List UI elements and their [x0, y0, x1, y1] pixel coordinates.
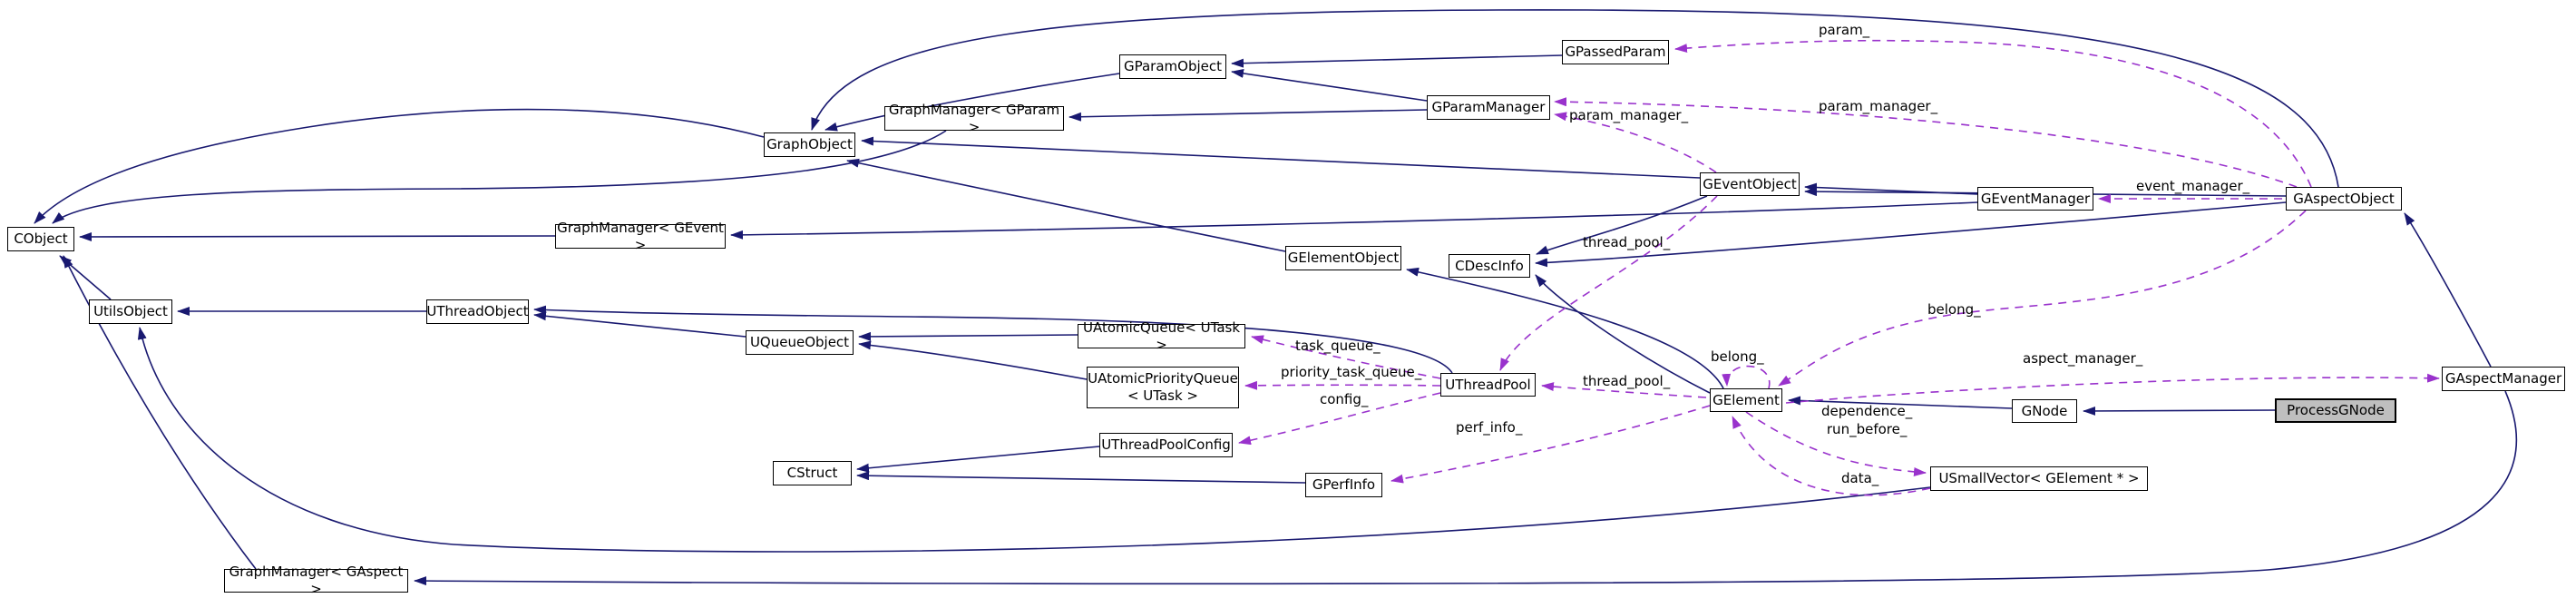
edge-uthreadpool-uatomicpriorityqueue-prioritytaskqueue: [1244, 380, 1441, 390]
edge-gperfinfo-cstruct: [856, 471, 1306, 484]
node-gpassedparam[interactable]: GPassedParam: [1562, 40, 1669, 64]
edge-gaspectmanager-graphmanager-gaspect: [414, 390, 2517, 586]
node-gnode[interactable]: GNode: [2012, 399, 2077, 423]
edge-uthreadpool-uatomicqueue-taskqueue: [1251, 335, 1441, 379]
edge-usmallvector-utilsobject: [137, 327, 1931, 553]
node-gparammanager[interactable]: GParamManager: [1427, 95, 1550, 120]
edge-label-event-manager: event_manager_: [2136, 178, 2250, 194]
node-uqueueobject[interactable]: UQueueObject: [746, 330, 854, 355]
edge-label-belong: belong_: [1927, 301, 1981, 318]
node-geventmanager[interactable]: GEventManager: [1977, 187, 2093, 211]
edge-gelement-cdescinfo: [1535, 274, 1711, 394]
edge-label-priority-task-queue: priority_task_queue_: [1281, 364, 1422, 380]
edge-label-data: data_: [1841, 470, 1879, 486]
edge-geventobject-graphobject: [861, 136, 1701, 179]
edge-gparammanager-graphmanager-gparam: [1068, 109, 1428, 122]
edge-gelement-gperfinfo-perfinfo: [1390, 405, 1711, 484]
node-cdescinfo[interactable]: CDescInfo: [1449, 254, 1530, 278]
node-uthreadpool[interactable]: UThreadPool: [1440, 373, 1536, 397]
edge-gaspectobject-graphobject: [811, 9, 2339, 188]
edge-gelement-uthreadpool-threadpool: [1541, 382, 1707, 398]
edge-uthreadpoolconfig-cstruct: [856, 446, 1100, 473]
edge-gelement-self-belong: [1722, 365, 1771, 389]
edge-label-task-queue: task_queue_: [1295, 338, 1381, 354]
edge-usmallvector-gelement-data: [1732, 416, 1931, 496]
edge-label-config: config_: [1320, 391, 1369, 407]
node-utilsobject[interactable]: UtilsObject: [89, 299, 172, 324]
node-gperfinfo[interactable]: GPerfInfo: [1305, 473, 1382, 497]
edge-label-param: param_: [1819, 22, 1870, 38]
node-cstruct[interactable]: CStruct: [773, 461, 852, 485]
edge-geventmanager-graphmanager-gevent: [730, 201, 1978, 240]
edge-uatomicpriorityqueue-uqueueobject: [858, 340, 1088, 380]
edge-processgnode-gnode: [2083, 406, 2276, 416]
edge-gaspectmanager-gaspectobject: [2404, 212, 2492, 368]
node-gaspectobject[interactable]: GAspectObject: [2286, 187, 2402, 211]
edge-geventobject-cdescinfo: [1536, 195, 1708, 255]
edge-geventobject-uthreadpool-threadpool: [1499, 195, 1718, 371]
node-gelement[interactable]: GElement: [1710, 388, 1782, 412]
edge-uthreadpool-uthreadobject: [533, 305, 1453, 374]
edge-gelement-gelementobject: [1406, 267, 1724, 389]
node-usmallvector[interactable]: USmallVector< GElement * >: [1930, 466, 2148, 491]
edge-gelement-usmallvector-dependence: [1745, 411, 1927, 476]
edge-gaspectobject-cdescinfo: [1535, 201, 2287, 268]
node-graphmanager-gaspect[interactable]: GraphManager< GAspect >: [224, 564, 408, 597]
edge-gnode-gelement: [1788, 396, 2013, 409]
edge-graphmanager-gaspect-cobject: [63, 255, 257, 570]
edge-uthreadpool-uthreadpoolconfig-config: [1238, 392, 1441, 446]
edge-label-thread-pool-b: thread_pool_: [1583, 373, 1671, 389]
edge-graphmanager-gparam-cobject: [52, 130, 947, 224]
node-uatomicqueue[interactable]: UAtomicQueue< UTask >: [1078, 319, 1245, 353]
node-gelementobject[interactable]: GElementObject: [1285, 246, 1401, 270]
edge-label-belong-self: belong_: [1711, 348, 1764, 365]
edge-gpassedparam-gparamobject: [1231, 54, 1563, 68]
edge-label-aspect-manager: aspect_manager_: [2023, 350, 2143, 367]
edge-graphmanager-gevent-cobject: [79, 231, 556, 241]
node-graphmanager-gevent[interactable]: GraphManager< GEvent >: [555, 220, 726, 253]
node-gparamobject[interactable]: GParamObject: [1119, 54, 1226, 79]
edge-gparammanager-gparamobject: [1231, 68, 1428, 102]
edge-label-perf-info: perf_info_: [1456, 419, 1523, 436]
edge-gparamobject-graphobject: [825, 73, 1120, 132]
edge-uqueueobject-uthreadobject: [533, 311, 746, 338]
edge-graphobject-cobject: [34, 108, 765, 224]
node-gaspectmanager[interactable]: GAspectManager: [2442, 367, 2565, 391]
edge-label-param-manager-b: param_manager_: [1819, 98, 1938, 114]
node-graphmanager-gparam[interactable]: GraphManager< GParam >: [884, 102, 1064, 135]
edge-uatomicqueue-uqueueobject: [858, 331, 1078, 341]
node-graphobject[interactable]: GraphObject: [764, 132, 855, 157]
edge-label-param-manager-a: param_manager_: [1569, 107, 1689, 123]
node-uthreadobject[interactable]: UThreadObject: [426, 299, 529, 324]
edge-gaspectobject-gpassedparam-param: [1674, 39, 2312, 188]
edge-gelement-gaspectmanager-aspectmanager: [1785, 373, 2440, 404]
node-cobject[interactable]: CObject: [7, 227, 74, 251]
node-uatomicpriorityqueue[interactable]: UAtomicPriorityQueue < UTask >: [1087, 367, 1239, 408]
edge-gelementobject-graphobject: [846, 158, 1286, 252]
edge-label-dependence-run-before: dependence_ run_before_: [1821, 403, 1913, 437]
edge-geventobject-gparammanager-parammanager: [1554, 112, 1717, 173]
node-uthreadpoolconfig[interactable]: UThreadPoolConfig: [1099, 433, 1233, 457]
edge-label-thread-pool-a: thread_pool_: [1583, 234, 1671, 250]
node-processgnode: ProcessGNode: [2275, 398, 2396, 423]
node-geventobject[interactable]: GEventObject: [1700, 172, 1800, 196]
edge-gaspectobject-gelement-belong: [1778, 210, 2307, 387]
